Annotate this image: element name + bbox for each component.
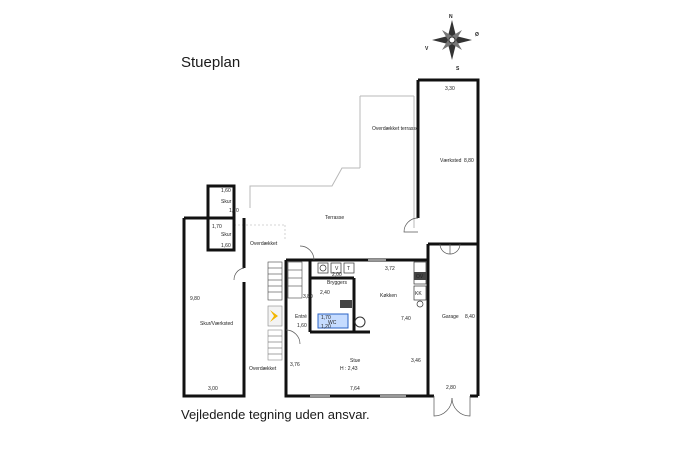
living-left-dim: 3,76 xyxy=(290,362,300,368)
garage-height: 8,40 xyxy=(465,314,475,320)
shed-top-label: Skur xyxy=(221,199,232,205)
shed-top-width: 1,60 xyxy=(221,188,231,194)
utility-appliances xyxy=(317,262,355,274)
terrace-label: Terrasse xyxy=(325,215,344,221)
wc-room xyxy=(317,313,349,329)
compass-s: S xyxy=(456,66,460,72)
wc-width: 1,70 xyxy=(321,315,331,321)
kitchen-cabinets xyxy=(413,261,427,308)
compass-o: Ø xyxy=(475,32,479,38)
utility-width: 2,00 xyxy=(332,272,342,278)
house-walls xyxy=(284,258,428,398)
workshop-height-label: 8,80 xyxy=(464,158,474,164)
stairs xyxy=(267,261,303,301)
compass-v: V xyxy=(425,46,429,52)
kitchen-sink xyxy=(340,300,352,308)
terrace-dash-lines xyxy=(234,224,286,240)
disclaimer: Vejledende tegning uden ansvar. xyxy=(181,407,370,422)
utility-label: Bryggers xyxy=(327,280,348,286)
shed-workshop-width: 3,00 xyxy=(208,386,218,392)
living-right-dim: 3,46 xyxy=(411,358,421,364)
living-width: 7,64 xyxy=(350,386,360,392)
garage-width: 2,80 xyxy=(446,385,456,391)
plan-title: Stueplan xyxy=(181,54,241,71)
shed-mid-height: 1,60 xyxy=(221,243,231,249)
covered-terrace-outline xyxy=(249,95,415,228)
entry-height: 3,80 xyxy=(303,294,313,300)
wc-label: WC xyxy=(328,320,337,326)
lower-stairs xyxy=(267,329,283,361)
shed-door xyxy=(233,267,245,281)
washer-label: V xyxy=(335,266,339,272)
kitchen-label: Køkken xyxy=(380,293,397,299)
stove xyxy=(414,272,426,280)
kitchen-height: 7,40 xyxy=(401,316,411,322)
garage-label: Garage xyxy=(442,314,459,320)
shed-mid-label: Skur xyxy=(221,232,232,238)
workshop-width-label: 3,30 xyxy=(445,86,455,92)
fridge-label: KK xyxy=(415,291,422,297)
workshop-walls xyxy=(416,78,480,246)
covered-bottom-label: Overdækket xyxy=(249,366,277,372)
entry-label: Entré xyxy=(295,314,307,320)
shed-top-height: 1,70 xyxy=(229,208,239,214)
house-windows xyxy=(310,259,406,397)
small-sheds-walls xyxy=(206,184,236,252)
oven-label: OV xyxy=(416,274,424,280)
workshop-door xyxy=(403,217,419,233)
utility-height: 2,40 xyxy=(320,290,330,296)
covered-top-label: Overdækket xyxy=(250,241,278,247)
wc-toilet-icon xyxy=(354,316,366,328)
house-doors xyxy=(285,245,315,345)
entry-arrow-icon xyxy=(270,310,278,322)
shed-workshop-label: Skur/Værksted xyxy=(200,321,233,327)
kitchen-width: 3,72 xyxy=(385,266,395,272)
dryer-label: T xyxy=(347,266,350,272)
covered-terrace-label: Overdækket terrasse xyxy=(372,126,419,132)
garage-walls xyxy=(426,244,480,398)
shed-workshop-height: 9,80 xyxy=(190,296,200,302)
living-label: Stue xyxy=(350,358,361,364)
entry-width: 1,60 xyxy=(297,323,307,329)
wc-height: 1,20 xyxy=(321,324,331,330)
compass-rose-icon: N V Ø S xyxy=(425,14,479,72)
shed-mid-width: 1,70 xyxy=(212,224,222,230)
lower-stair-steps xyxy=(268,335,282,355)
garage-doors xyxy=(433,243,471,417)
compass-n: N xyxy=(449,14,453,20)
living-ceiling-height: H : 2,43 xyxy=(340,366,358,372)
workshop-label: Værksted xyxy=(440,158,462,164)
